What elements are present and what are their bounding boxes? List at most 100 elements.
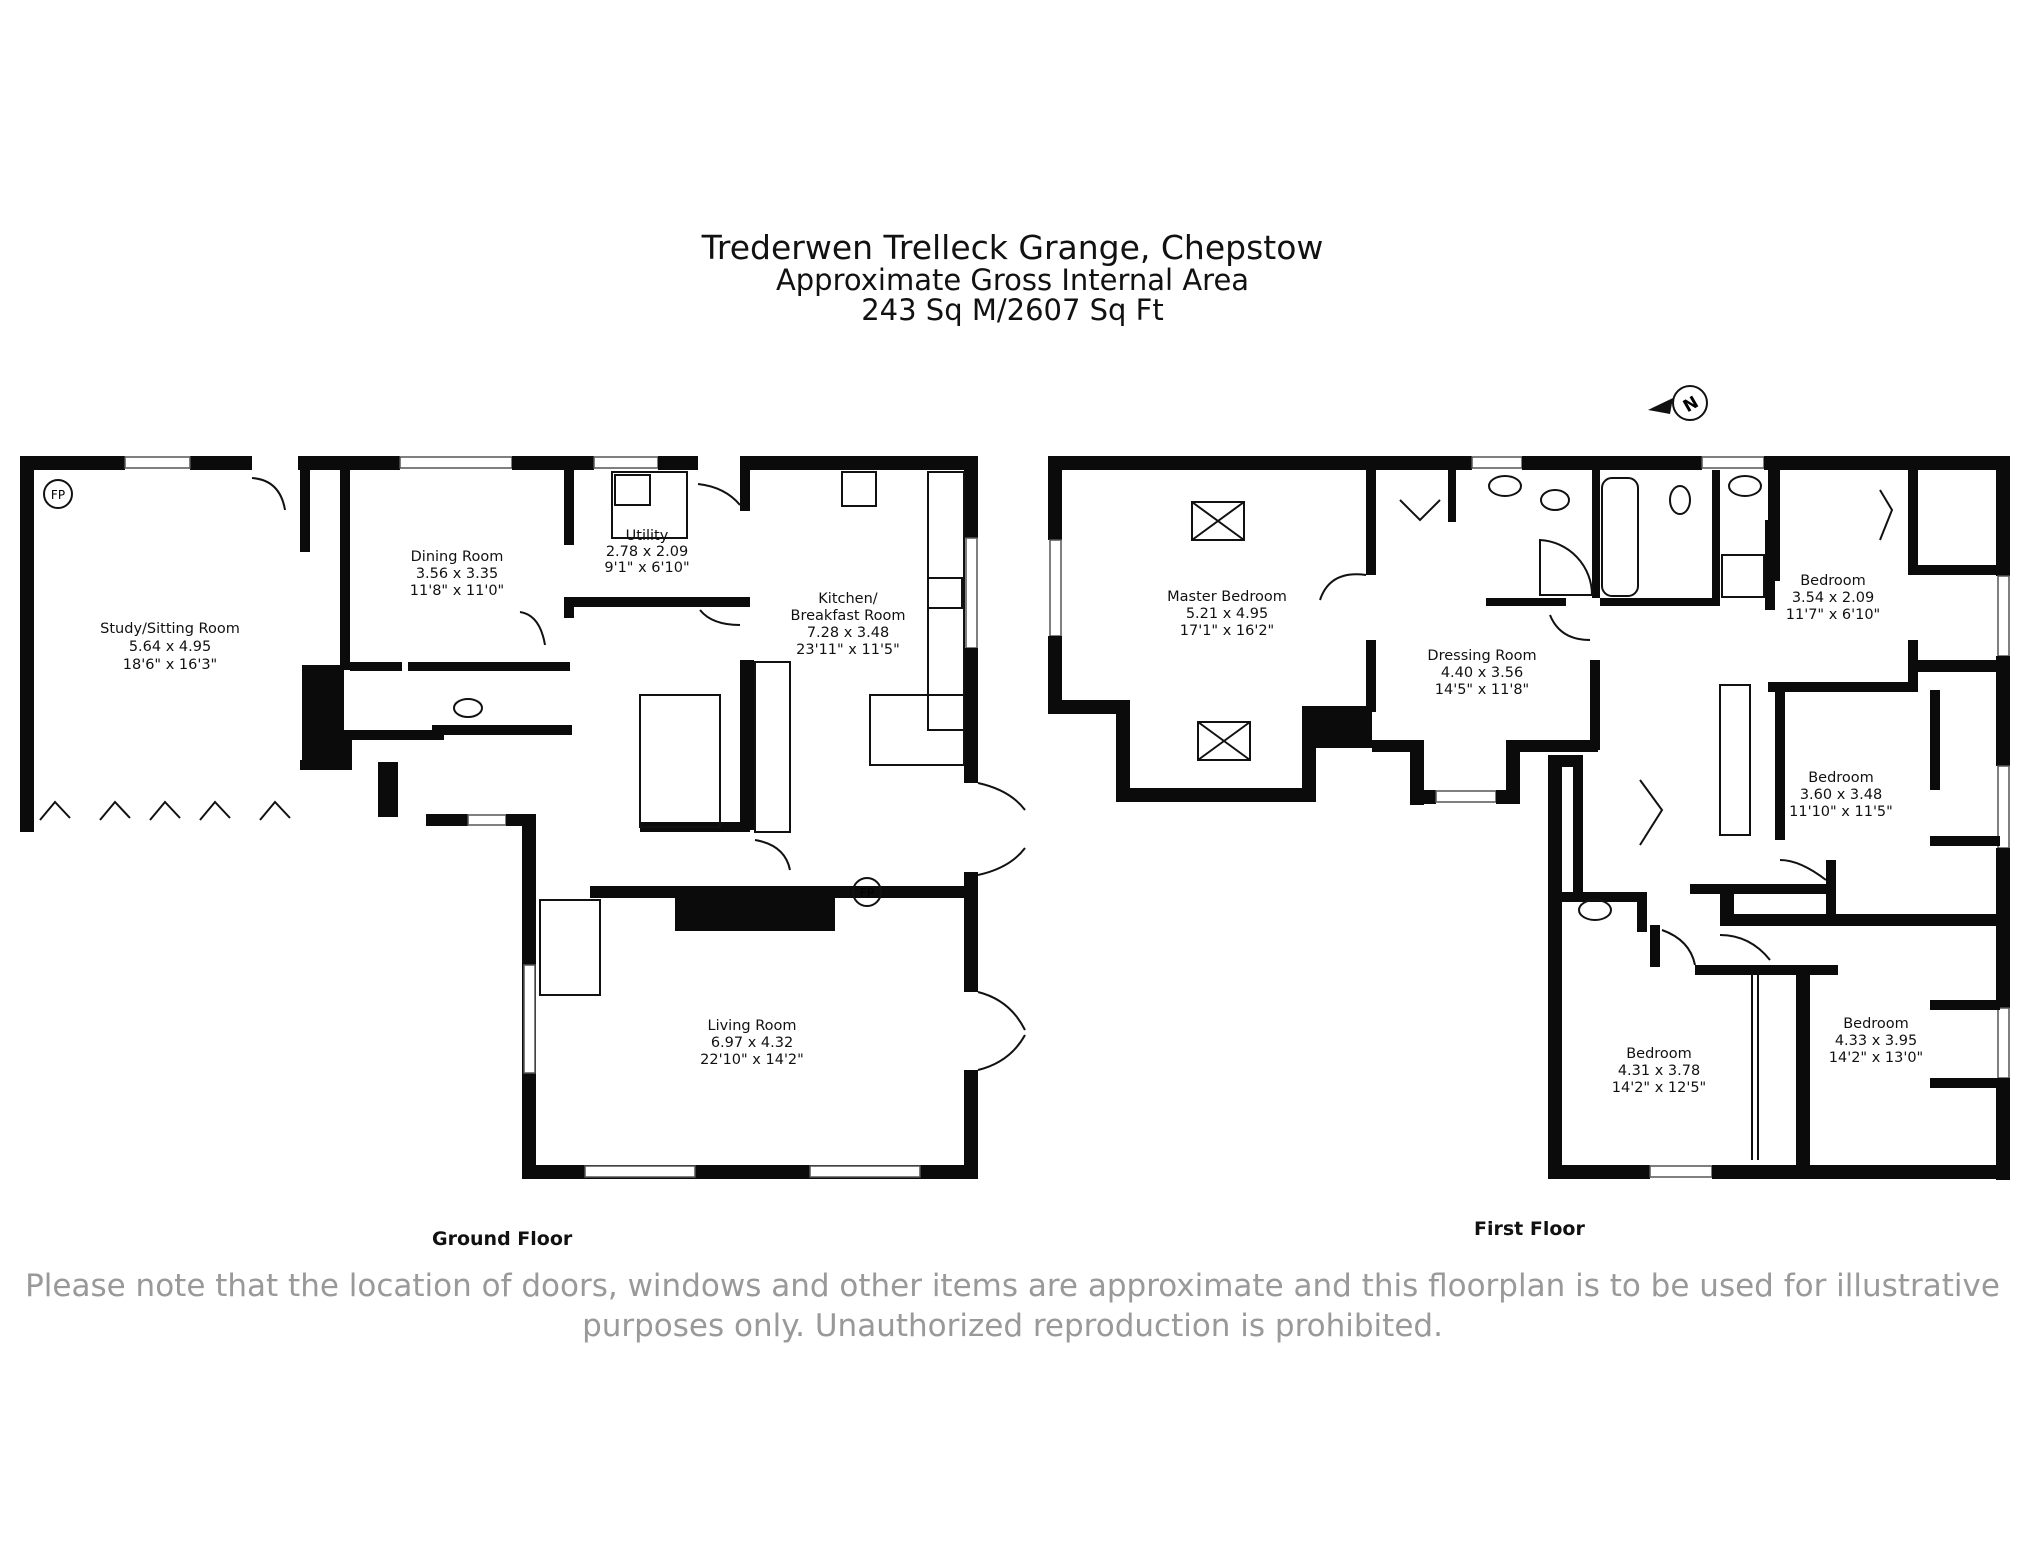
wall (740, 456, 750, 511)
door-swing (519, 611, 546, 646)
wall (1590, 660, 1600, 750)
wall (1768, 456, 1780, 581)
wall (564, 597, 750, 607)
room-dims-utility-metric: 2.78 x 2.09 (606, 544, 688, 560)
room-dims-living-metric: 6.97 x 4.32 (711, 1035, 793, 1051)
window (1649, 1165, 1713, 1178)
staircase-icon (1719, 684, 1751, 836)
window (1701, 456, 1765, 469)
room-dims-dressing-metric: 4.40 x 3.56 (1441, 665, 1523, 681)
wall (1908, 660, 2008, 672)
french-doors (977, 782, 1026, 876)
wall (378, 762, 398, 817)
door-swing (251, 477, 286, 511)
room-dims-dining-imperial: 11'8" x 11'0" (410, 583, 504, 599)
wardrobe-doors (1751, 970, 1759, 1160)
wall (964, 1070, 978, 1179)
north-arrow: N (1648, 385, 1708, 421)
north-arrow-label: N (1680, 393, 1702, 417)
window (809, 1165, 921, 1178)
wall (512, 456, 594, 470)
wall (298, 456, 400, 470)
wall (1506, 740, 1598, 752)
disclaimer-line-1: Please note that the location of doors, … (25, 1268, 2000, 1304)
room-dims-utility-imperial: 9'1" x 6'10" (604, 560, 689, 576)
wall (1712, 1165, 1810, 1179)
window (1997, 765, 2010, 849)
plan-subtitle: Approximate Gross Internal Area (775, 263, 1250, 297)
wall (1996, 456, 2010, 576)
door-swing (754, 839, 791, 871)
utility-worktop (611, 471, 688, 539)
room-dims-bed2-metric: 3.54 x 2.09 (1792, 590, 1874, 606)
wall (1908, 565, 2000, 575)
wall (964, 456, 978, 538)
wall (1996, 1078, 2010, 1180)
breakfast-bar (754, 661, 791, 833)
wall (1116, 788, 1316, 802)
room-dims-kitchen-imperial: 23'11" x 11'5" (796, 642, 900, 658)
window (593, 456, 659, 469)
wall (1048, 456, 1472, 470)
wall (1775, 690, 1785, 840)
wall (1996, 656, 2010, 766)
room-dims-dressing-imperial: 14'5" x 11'8" (1435, 682, 1529, 698)
room-dims-bed3-metric: 3.60 x 3.48 (1800, 787, 1882, 803)
room-dims-master-imperial: 17'1" x 16'2" (1180, 623, 1274, 639)
door-swing (699, 609, 741, 626)
window (1997, 575, 2010, 657)
room-label-living: Living Room (707, 1018, 796, 1034)
room-dims-living-imperial: 22'10" x 14'2" (700, 1052, 804, 1068)
kitchen-island (869, 694, 965, 766)
door-swing (1879, 489, 1894, 541)
room-dims-study-metric: 5.64 x 4.95 (129, 639, 211, 655)
kitchen-counter (927, 471, 965, 731)
window (1471, 456, 1523, 469)
room-label-kitchen-2: Breakfast Room (791, 608, 906, 624)
fireplace-label: FP (51, 488, 65, 502)
staircase-icon (639, 694, 721, 828)
plan-title: Trederwen Trelleck Grange, Chepstow (701, 228, 1324, 267)
door-swing (1661, 929, 1696, 966)
basin-icon (1488, 475, 1522, 497)
room-label-bed2: Bedroom (1800, 573, 1866, 589)
window (1435, 790, 1497, 803)
wall (342, 732, 352, 770)
room-dims-bed4-metric: 4.33 x 3.95 (1835, 1033, 1917, 1049)
door-swing (697, 483, 741, 506)
wall (302, 665, 344, 760)
wall (190, 456, 252, 470)
wall (20, 456, 34, 832)
window (399, 456, 513, 469)
door-swing (1319, 573, 1367, 601)
sink-icon (614, 474, 651, 506)
wall (1410, 740, 1424, 805)
wall (432, 725, 572, 735)
wall (1930, 836, 2000, 846)
wall (1695, 965, 1805, 975)
wall (300, 470, 310, 552)
wall (1562, 892, 1647, 902)
room-label-utility: Utility (626, 528, 669, 544)
wall (744, 660, 754, 830)
wall (1410, 790, 1436, 804)
wall (740, 456, 978, 470)
wall (426, 814, 468, 826)
wall (344, 730, 444, 740)
wall (1522, 456, 1702, 470)
room-label-bed5: Bedroom (1626, 1046, 1692, 1062)
toilet-icon (453, 698, 483, 718)
fireplace-label: FP (860, 886, 874, 900)
door-swing (1779, 859, 1827, 881)
wall (1302, 706, 1372, 748)
wall (1592, 470, 1600, 598)
toilet-icon (1669, 485, 1691, 515)
fireplace-marker (43, 479, 73, 509)
wall (1548, 1165, 1650, 1179)
door-swing (1549, 614, 1591, 641)
wall (1573, 755, 1583, 895)
room-label-master: Master Bedroom (1167, 589, 1287, 605)
room-dims-master-metric: 5.21 x 4.95 (1186, 606, 1268, 622)
wall (1768, 682, 1918, 692)
